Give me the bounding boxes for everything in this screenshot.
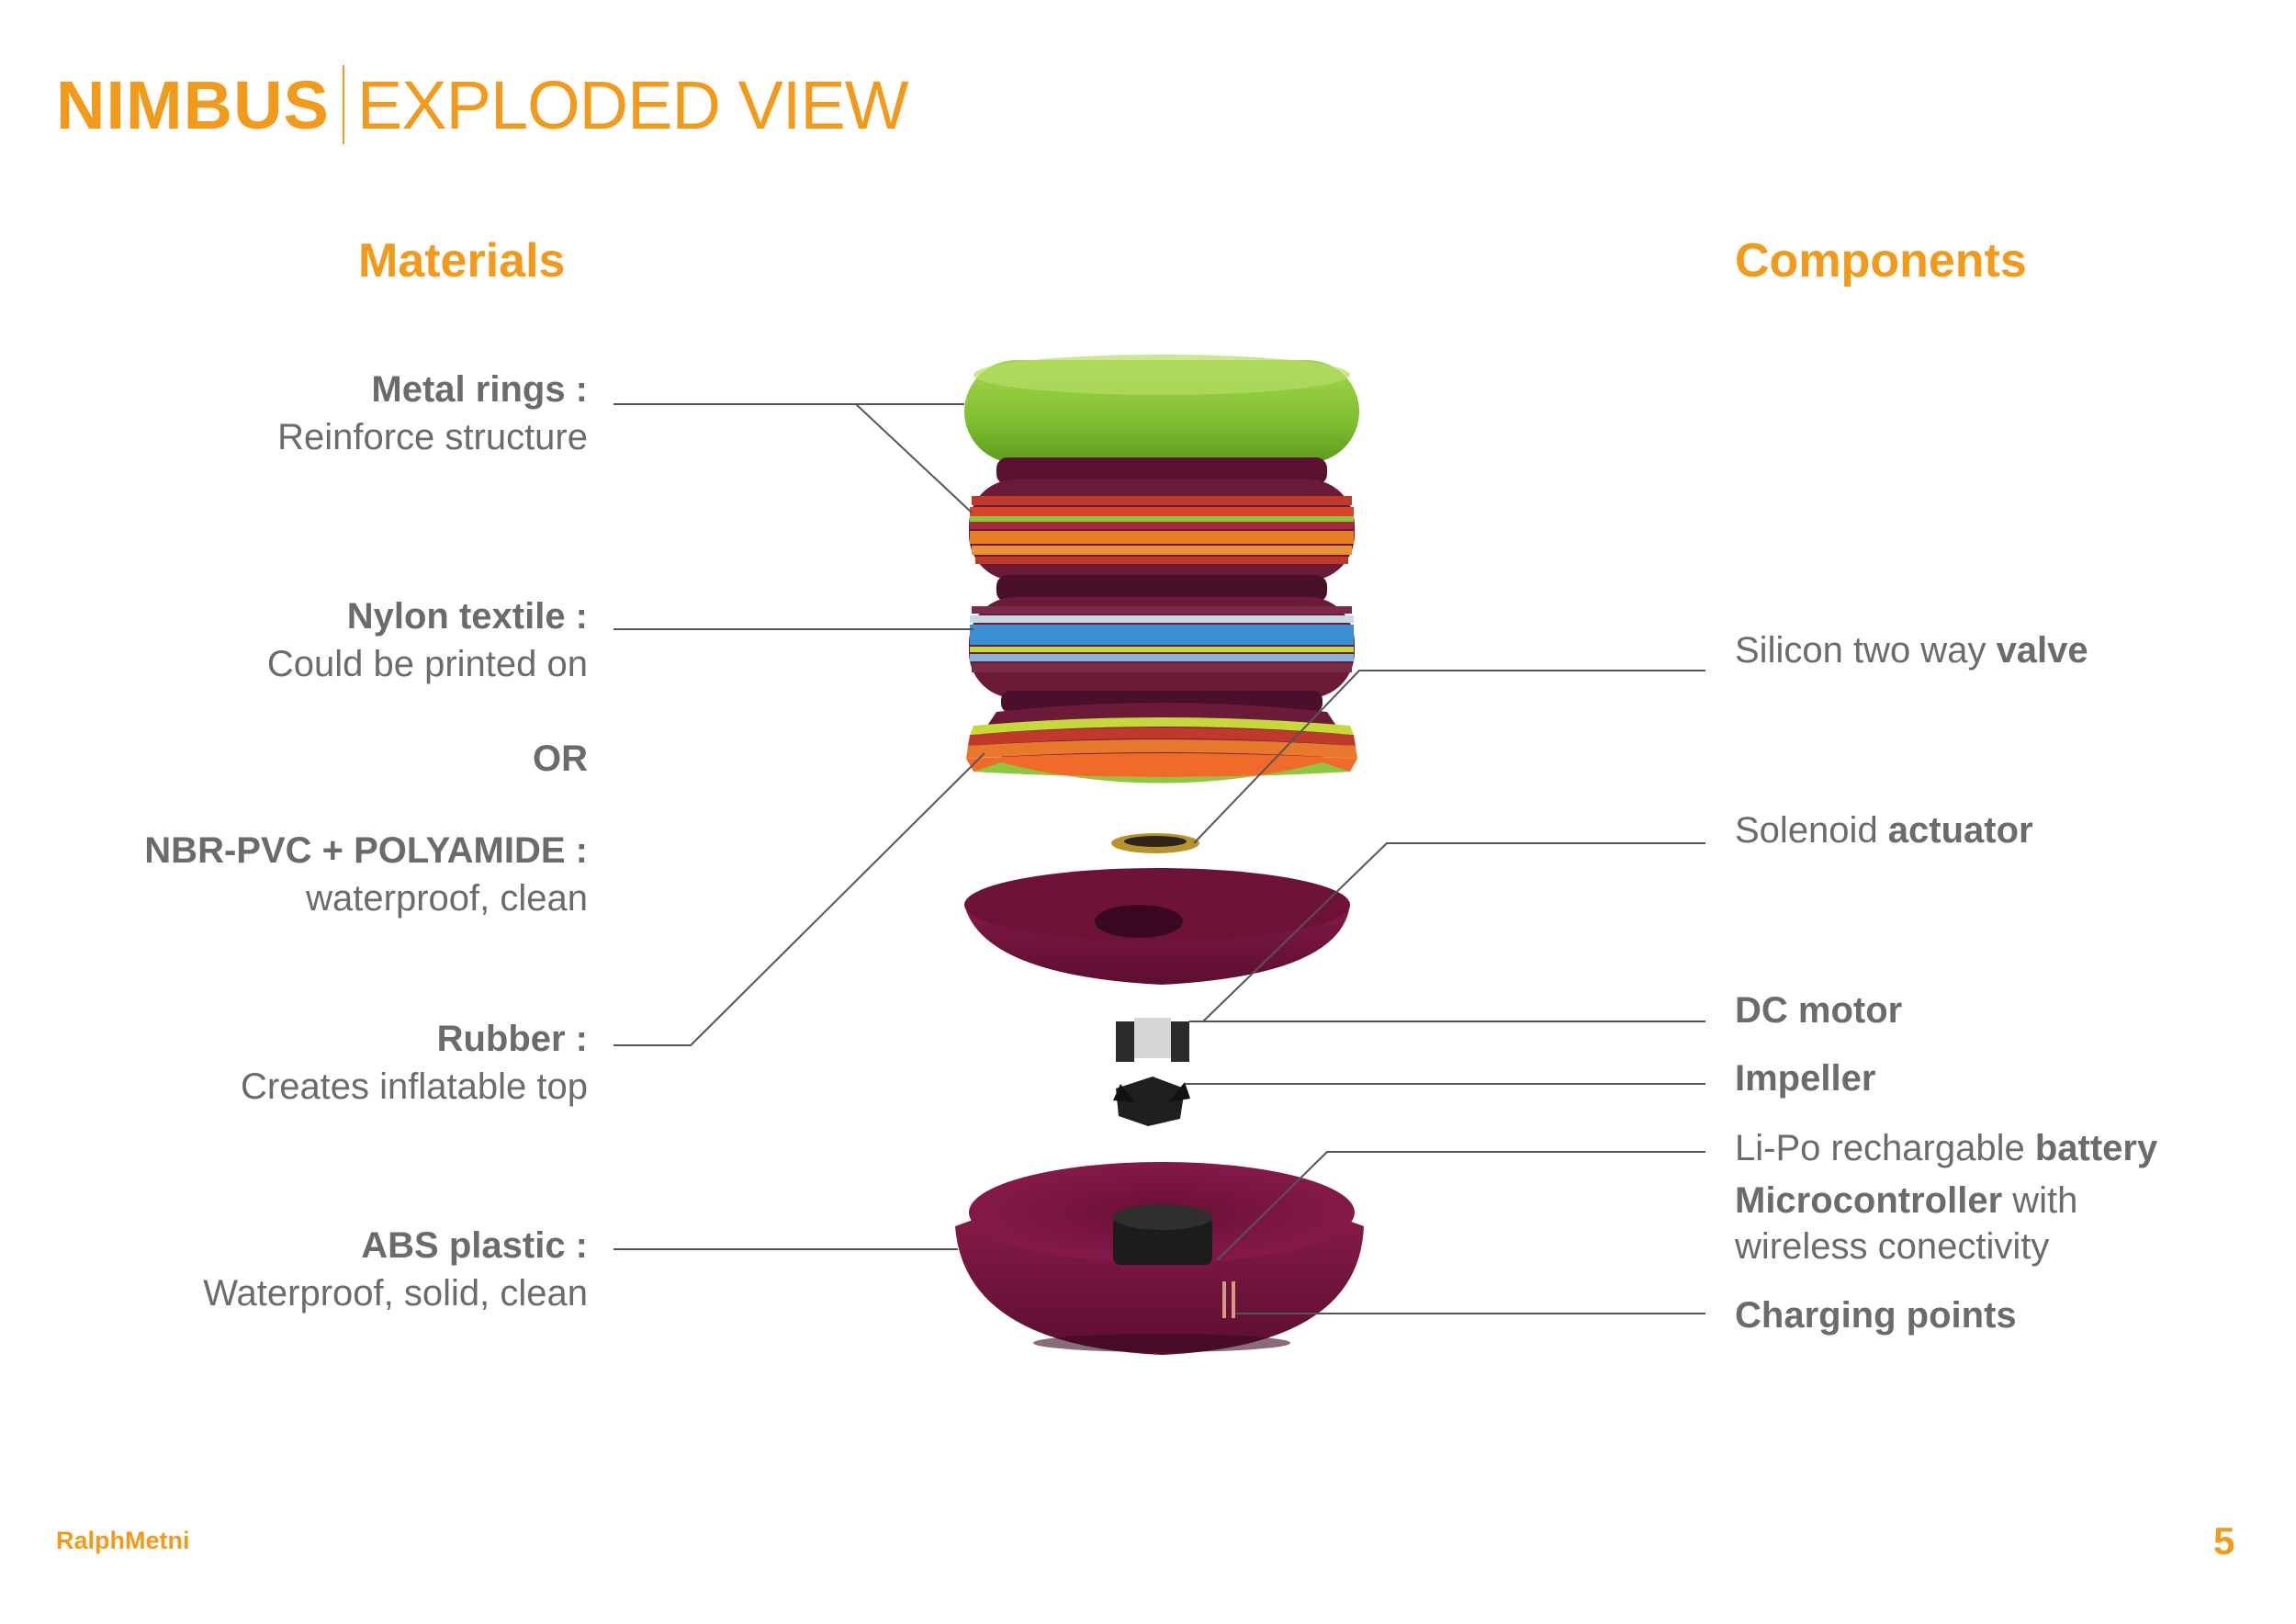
component-bold: Charging points xyxy=(1735,1295,2017,1336)
material-leader-lines xyxy=(613,403,985,1250)
component-bold: Impeller xyxy=(1735,1058,1876,1099)
component-impeller: Impeller xyxy=(1735,1054,1875,1102)
component-actuator: Solenoid actuator xyxy=(1735,806,2033,854)
material-abs-plastic: ABS plastic : Waterproof, solid, clean xyxy=(0,1222,588,1317)
component-leader-lines xyxy=(1185,670,1705,1314)
material-label: OR xyxy=(533,739,588,779)
lower-striped-ring xyxy=(966,691,1357,784)
material-desc: Reinforce structure xyxy=(277,417,588,457)
brand-name: NIMBUS xyxy=(56,66,330,143)
upper-plum-shell xyxy=(964,868,1350,985)
dc-motor-part xyxy=(1116,1018,1189,1062)
material-nbr-pvc: NBR-PVC + POLYAMIDE : waterproof, clean xyxy=(0,827,588,922)
charging-pin xyxy=(1222,1281,1226,1318)
material-nylon-textile: Nylon textile : Could be printed on xyxy=(0,592,588,688)
component-valve: Silicon two way valve xyxy=(1735,626,2088,674)
material-metal-rings: Metal rings : Reinforce structure xyxy=(0,366,588,461)
middle-striped-ring xyxy=(969,575,1355,698)
component-text: wireless conectivity xyxy=(1735,1226,2050,1267)
component-bold: valve xyxy=(1996,630,2088,671)
component-bold: actuator xyxy=(1887,810,2033,851)
material-label: Nylon textile : xyxy=(346,596,588,637)
component-microcontroller: Microcontroller with xyxy=(1735,1177,2077,1224)
component-bold: battery xyxy=(2034,1128,2158,1168)
material-desc: Waterproof, solid, clean xyxy=(203,1273,588,1314)
charging-pin xyxy=(1232,1281,1235,1318)
material-label: Metal rings : xyxy=(371,369,588,410)
component-charging: Charging points xyxy=(1735,1291,2017,1339)
components-heading: Components xyxy=(1735,234,2027,288)
material-label: NBR-PVC + POLYAMIDE : xyxy=(144,830,588,871)
material-desc: Creates inflatable top xyxy=(240,1066,588,1107)
page-subtitle: EXPLODED VIEW xyxy=(356,66,909,143)
component-wireless: wireless conectivity xyxy=(1735,1223,2049,1270)
component-battery: Li-Po rechargable battery xyxy=(1735,1124,2157,1172)
material-rubber: Rubber : Creates inflatable top xyxy=(0,1015,588,1111)
component-text: Silicon two way xyxy=(1735,630,1997,671)
component-bold: DC motor xyxy=(1735,990,1903,1031)
page-title: NIMBUS EXPLODED VIEW xyxy=(56,59,909,151)
green-top-cushion xyxy=(964,355,1359,463)
valve-disc xyxy=(1111,833,1199,853)
component-dc-motor: DC motor xyxy=(1735,987,1902,1034)
author-name: RalphMetni xyxy=(56,1527,190,1554)
impeller-part xyxy=(1113,1077,1190,1126)
material-label: ABS plastic : xyxy=(361,1225,588,1266)
page-number: 5 xyxy=(2213,1519,2235,1562)
upper-striped-ring xyxy=(969,457,1355,581)
material-or: OR xyxy=(0,735,588,783)
component-bold: Microcontroller xyxy=(1735,1180,2003,1221)
base-shell xyxy=(955,1162,1364,1355)
component-text: with xyxy=(2002,1180,2078,1221)
material-desc: waterproof, clean xyxy=(306,878,588,919)
materials-heading: Materials xyxy=(358,234,566,288)
component-text: Li-Po rechargable xyxy=(1735,1128,2035,1168)
title-separator xyxy=(342,65,344,144)
component-text: Solenoid xyxy=(1735,810,1888,851)
material-label: Rubber : xyxy=(436,1019,588,1059)
material-desc: Could be printed on xyxy=(266,644,588,684)
